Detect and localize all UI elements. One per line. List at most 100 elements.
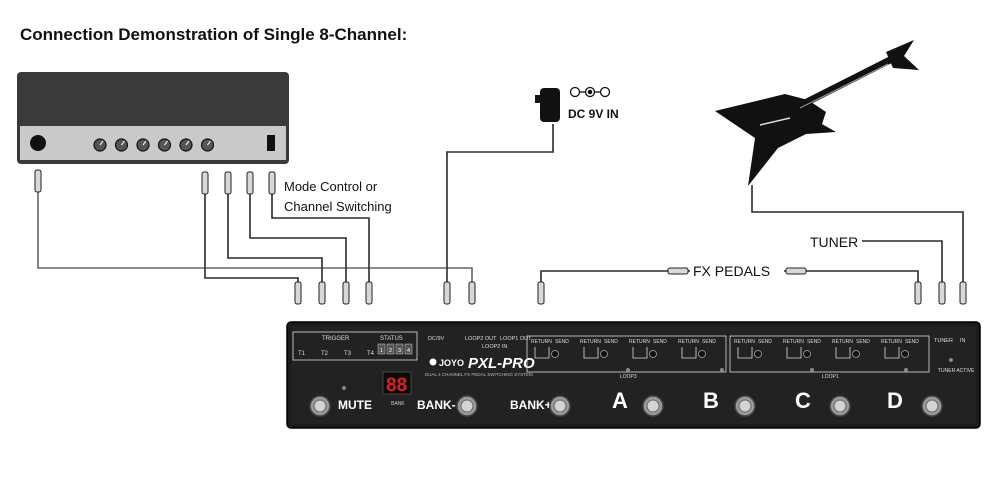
mute-label: MUTE	[338, 398, 372, 412]
polarity-symbol-icon	[569, 86, 611, 98]
amplifier	[17, 72, 289, 164]
trigger-label-2: T2	[321, 351, 329, 357]
bank-display	[382, 371, 412, 395]
amp-knobs	[93, 138, 215, 152]
amp-knob-pointer	[207, 140, 211, 146]
footswitches	[309, 395, 943, 417]
trigger-label-3: T3	[344, 351, 352, 357]
status-indicator-4	[404, 343, 413, 355]
status-title: STATUS	[380, 336, 403, 342]
bank-up-label: BANK+	[510, 398, 552, 412]
send-label: SEND	[856, 339, 870, 345]
send-label: SEND	[758, 339, 772, 345]
amp-send-cable	[37, 192, 473, 298]
bank-display-digits: 88	[386, 375, 407, 396]
a-led	[626, 368, 630, 372]
diagram-title: Connection Demonstration of Single 8-Cha…	[20, 25, 407, 44]
channel-c-label: C	[795, 388, 811, 413]
loop-jack-icon[interactable]	[698, 350, 706, 358]
power-in-label: DC 9V IN	[568, 107, 619, 121]
tuner-cable	[862, 240, 943, 296]
loop-connector-line	[786, 347, 802, 359]
footswitch-cap	[646, 399, 660, 413]
loop1-out-label: LOOP1 OUT	[500, 336, 532, 342]
fx-cable-right	[784, 270, 919, 298]
fx-pedals-label: FX PEDALS	[693, 263, 770, 279]
amp-knob-pointer	[121, 140, 125, 146]
loop-jack-icon[interactable]	[754, 350, 762, 358]
loop-connector-line	[534, 347, 550, 359]
channel-a-label: A	[612, 388, 628, 413]
amp-power-switch	[267, 135, 275, 151]
channel-b-label: B	[703, 388, 719, 413]
guitar-cable	[751, 185, 964, 296]
tuner-active-label: TUNER ACTIVE	[938, 368, 975, 374]
status-indicator-3	[395, 343, 404, 355]
send-label: SEND	[653, 339, 667, 345]
return-label: RETURN	[734, 339, 755, 345]
footswitch-cap	[925, 399, 939, 413]
trigger-cable-2	[227, 194, 323, 298]
tuner-label: TUNER	[810, 234, 858, 250]
loop-connector-line	[632, 347, 648, 359]
trigger-title: TRIGGER	[322, 336, 350, 342]
status-indicator-2	[386, 343, 395, 355]
trigger-panel	[292, 331, 418, 361]
loop-jack-icon[interactable]	[600, 350, 608, 358]
trigger-label-4: T4	[367, 351, 375, 357]
mode-control-label: Mode Control or	[284, 179, 378, 194]
power-adapter-icon	[535, 88, 560, 122]
amp-knob-pointer	[185, 140, 190, 146]
send-label: SEND	[702, 339, 716, 345]
amp-knob-pointer	[142, 140, 147, 146]
trigger-cable-4	[271, 194, 370, 298]
loop-jack-icon[interactable]	[852, 350, 860, 358]
tuner-active-led	[949, 358, 953, 362]
power-cable	[446, 124, 554, 296]
amp-input-jack	[30, 135, 46, 151]
loop-connector-line	[681, 347, 697, 359]
bank-down-label: BANK-	[417, 398, 456, 412]
status-number-2: 2	[389, 348, 392, 354]
send-label: SEND	[555, 339, 569, 345]
loop-jack-icon[interactable]	[901, 350, 909, 358]
status-indicator-1	[377, 343, 386, 355]
pedal-subtitle: DUAL 4 CHANNEL FX PEDAL SWITCHING SYSTEM	[425, 372, 533, 377]
fx-cable-left	[540, 270, 690, 298]
c-led	[810, 368, 814, 372]
loop2-in-label: LOOP2 IN	[482, 344, 507, 350]
loop-connector-line	[835, 347, 851, 359]
guitar-icon	[715, 40, 919, 186]
trigger-label-1: T1	[298, 351, 306, 357]
return-label: RETURN	[783, 339, 804, 345]
joyo-logo-icon	[429, 358, 437, 366]
amp-control-panel	[20, 126, 286, 160]
trigger-cable-3	[249, 194, 347, 298]
mute-led	[342, 386, 346, 390]
trigger-labels: T1 T2 T3 T4	[298, 351, 375, 357]
dc-input-label: DC/9V	[428, 336, 445, 342]
loop-jack-icon[interactable]	[649, 350, 657, 358]
bank-small-label: BANK	[391, 401, 405, 407]
b-led	[720, 368, 724, 372]
footswitch-cap	[833, 399, 847, 413]
amp-knob-pointer	[164, 140, 168, 146]
return-label: RETURN	[629, 339, 650, 345]
return-label: RETURN	[531, 339, 552, 345]
loop-connector-line	[884, 347, 900, 359]
status-number-1: 1	[380, 348, 383, 354]
brand-name: JOYO	[439, 358, 464, 368]
loop1-label: LOOP1	[822, 374, 839, 380]
footswitch-cap	[313, 399, 327, 413]
footswitch-cap	[553, 399, 567, 413]
return-label: RETURN	[678, 339, 699, 345]
cable-plugs	[34, 169, 967, 305]
loop-jack-icon[interactable]	[551, 350, 559, 358]
loop1-jack-panel	[729, 335, 930, 373]
return-label: RETURN	[881, 339, 902, 345]
loop-jack-icon[interactable]	[803, 350, 811, 358]
d-led	[904, 368, 908, 372]
